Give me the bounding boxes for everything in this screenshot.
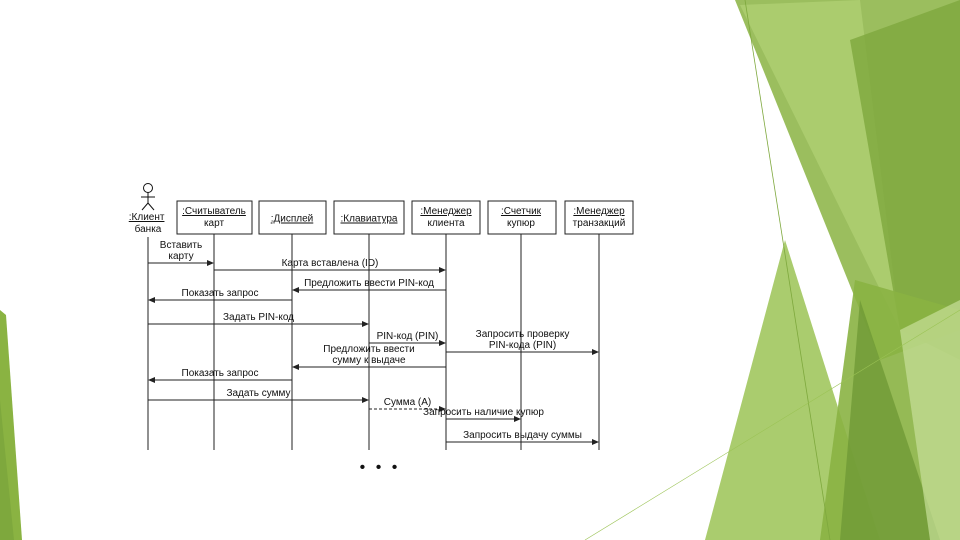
object-label-line: :Клавиатура <box>341 214 398 225</box>
message-label: Показать запрос <box>182 288 259 299</box>
object-keyboard: :Клавиатура <box>334 201 404 234</box>
object-label-line: :Счетчик <box>501 206 542 217</box>
message-arrowhead <box>592 439 599 445</box>
message-label: Задать сумму <box>226 388 290 399</box>
object-label-display: :Дисплей <box>271 214 314 225</box>
message-12: Запросить наличие купюр <box>423 407 544 422</box>
message-label: Карта вставлена (ID) <box>282 258 379 269</box>
message-10: Задать сумму <box>148 388 369 403</box>
message-2: Карта вставлена (ID) <box>214 258 446 273</box>
object-label-line: транзакций <box>573 218 626 229</box>
object-label-line: :Дисплей <box>271 214 314 225</box>
message-arrowhead <box>439 340 446 346</box>
object-label-line: карт <box>204 218 224 229</box>
message-label-line: Показать запрос <box>182 368 259 379</box>
message-arrowhead <box>148 377 155 383</box>
message-arrowhead <box>592 349 599 355</box>
actor-label-line-1: :Клиент <box>129 212 165 223</box>
message-9: Показать запрос <box>148 368 292 383</box>
message-label-line: Запросить наличие купюр <box>423 407 544 418</box>
continuation-dots: • • • <box>360 459 401 476</box>
message-13: Запросить выдачу суммы <box>446 430 599 445</box>
message-label-line: Предложить ввести <box>323 344 414 355</box>
message-label-line: Предложить ввести PIN-код <box>304 278 434 289</box>
message-label: PIN-код (PIN) <box>377 331 439 342</box>
message-arrowhead <box>439 267 446 273</box>
message-arrowhead <box>148 297 155 303</box>
object-label-line: :Считыватель <box>182 206 246 217</box>
message-label: Предложить ввести PIN-код <box>304 278 434 289</box>
message-label-line: Задать PIN-код <box>223 312 294 323</box>
message-arrowhead <box>207 260 214 266</box>
object-display: :Дисплей <box>259 201 326 234</box>
message-label-line: Показать запрос <box>182 288 259 299</box>
message-label-line: карту <box>168 251 193 262</box>
object-label-line: :Менеджер <box>420 206 472 217</box>
message-label-line: PIN-код (PIN) <box>377 331 439 342</box>
message-arrowhead <box>292 287 299 293</box>
message-4: Показать запрос <box>148 288 292 303</box>
message-label-line: PIN-кода (PIN) <box>489 340 556 351</box>
actor-label: :Клиент банка <box>129 212 167 235</box>
message-arrowhead <box>292 364 299 370</box>
message-label: Показать запрос <box>182 368 259 379</box>
message-label-line: Карта вставлена (ID) <box>282 258 379 269</box>
message-label-line: сумму к выдаче <box>332 355 406 366</box>
object-label-line: :Менеджер <box>573 206 625 217</box>
message-label-line: Вставить <box>160 240 202 251</box>
actor-label-line-2: банка <box>135 223 162 235</box>
message-5: Задать PIN-код <box>148 312 369 327</box>
message-label-line: Задать сумму <box>226 388 290 399</box>
message-arrowhead <box>362 397 369 403</box>
message-label-line: Запросить проверку <box>476 329 570 340</box>
object-label-keyboard: :Клавиатура <box>341 214 398 225</box>
message-label: Задать PIN-код <box>223 312 294 323</box>
message-arrowhead <box>362 321 369 327</box>
object-label-line: купюр <box>507 218 535 229</box>
actor-stick-figure-icon <box>141 184 155 211</box>
message-label: Запросить наличие купюр <box>423 407 544 418</box>
message-label: Запросить выдачу суммы <box>463 430 582 441</box>
message-label-line: Запросить выдачу суммы <box>463 430 582 441</box>
object-label-line: клиента <box>427 218 464 229</box>
